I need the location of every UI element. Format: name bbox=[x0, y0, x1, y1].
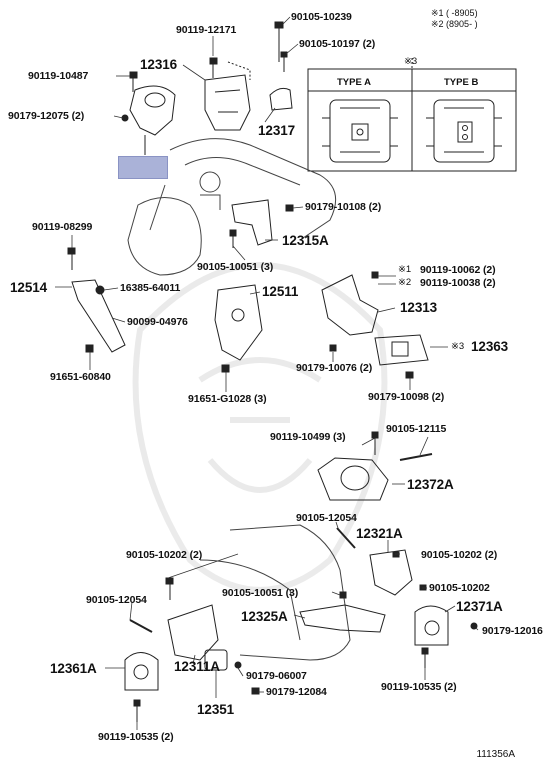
part-label[interactable]: 90119-10535 (2) bbox=[381, 681, 457, 693]
part-12313-bracket bbox=[321, 274, 379, 336]
part-label[interactable]: 12325A bbox=[241, 609, 288, 624]
note-marker-3: ※3 bbox=[451, 341, 465, 352]
part-label[interactable]: 90105-10202 bbox=[429, 582, 490, 594]
type-a-mount-drawing bbox=[322, 99, 398, 163]
part-label[interactable]: 90099-04976 bbox=[127, 316, 188, 328]
part-12511-bracket bbox=[214, 284, 263, 361]
part-label[interactable]: 90119-10038 (2) bbox=[420, 277, 496, 289]
part-label[interactable]: 90119-10535 (2) bbox=[98, 731, 174, 743]
part-label[interactable]: 90179-12016 bbox=[482, 625, 543, 637]
part-label[interactable]: 12316 bbox=[140, 57, 178, 72]
part-12363-mount bbox=[374, 334, 429, 366]
part-12514-rod bbox=[71, 279, 126, 353]
part-12315a-bracket bbox=[231, 199, 273, 246]
part-label[interactable]: 16385-64011 bbox=[120, 282, 181, 294]
leader-lines bbox=[55, 16, 479, 730]
mount-upper-left bbox=[129, 85, 176, 155]
part-12371a-mount bbox=[414, 605, 449, 646]
part-label[interactable]: 90179-12084 bbox=[266, 686, 327, 698]
part-label[interactable]: 12311A bbox=[174, 659, 220, 674]
part-label[interactable]: 12313 bbox=[400, 300, 438, 315]
part-label[interactable]: 12351 bbox=[197, 702, 235, 717]
engine-outline bbox=[149, 138, 337, 241]
part-label[interactable]: 90179-12075 (2) bbox=[8, 110, 85, 122]
type-box-marker: ※3 bbox=[404, 56, 418, 67]
part-12317-stop bbox=[269, 87, 293, 111]
part-label[interactable]: 90179-06007 bbox=[246, 670, 307, 682]
part-label[interactable]: 90119-08299 bbox=[32, 221, 93, 233]
part-label[interactable]: 12371A bbox=[456, 599, 503, 614]
legend-note-2: ※2 (8905- ) bbox=[431, 19, 478, 29]
legend: ※1 ( -8905) ※2 (8905- ) bbox=[431, 8, 478, 30]
part-label[interactable]: 90105-10239 bbox=[291, 11, 352, 23]
part-label[interactable]: 91651-60840 bbox=[50, 371, 111, 383]
part-12325a-bracket bbox=[299, 604, 386, 633]
part-label[interactable]: 90119-12171 bbox=[176, 24, 237, 36]
part-12311a-bracket bbox=[167, 604, 219, 661]
part-label[interactable]: 12361A bbox=[50, 661, 97, 676]
part-label[interactable]: 90179-10076 (2) bbox=[296, 362, 373, 374]
part-label[interactable]: 90179-10098 (2) bbox=[368, 391, 445, 403]
watermark-emblem bbox=[132, 262, 388, 593]
part-label[interactable]: 12514 bbox=[10, 280, 48, 295]
type-b-header: TYPE B bbox=[444, 77, 479, 88]
part-label[interactable]: 90105-10202 (2) bbox=[421, 549, 498, 561]
note-marker-2: ※2 bbox=[398, 277, 412, 288]
part-12372a-mount bbox=[317, 457, 389, 501]
part-label[interactable]: 91651-G1028 (3) bbox=[188, 393, 267, 405]
highlight-marker bbox=[118, 156, 168, 179]
parts-diagram-canvas bbox=[55, 16, 517, 730]
part-label[interactable]: 90105-12054 bbox=[296, 512, 357, 524]
part-label[interactable]: 90105-10197 (2) bbox=[299, 38, 376, 50]
legend-note-1: ※1 ( -8905) bbox=[431, 8, 478, 18]
note-marker-1: ※1 bbox=[398, 264, 412, 275]
part-label[interactable]: 90105-10051 (3) bbox=[222, 587, 299, 599]
part-label[interactable]: 90105-12054 bbox=[86, 594, 147, 606]
part-12361a-mount bbox=[124, 652, 159, 691]
part-label[interactable]: 90105-10202 (2) bbox=[126, 549, 203, 561]
part-label[interactable]: 90119-10499 (3) bbox=[270, 431, 346, 443]
part-label[interactable]: 90105-10051 (3) bbox=[197, 261, 274, 273]
part-label[interactable]: 12321A bbox=[356, 526, 403, 541]
type-comparison-box bbox=[307, 58, 517, 172]
type-a-header: TYPE A bbox=[337, 77, 371, 88]
part-label[interactable]: 90119-10487 bbox=[28, 70, 89, 82]
part-12316-bracket bbox=[204, 61, 251, 131]
part-12321a-bracket bbox=[369, 549, 413, 596]
part-label[interactable]: 12315A bbox=[282, 233, 329, 248]
part-label[interactable]: 90119-10062 (2) bbox=[420, 264, 496, 276]
type-b-mount-drawing bbox=[426, 99, 502, 163]
diagram-code: 111356A bbox=[476, 749, 515, 760]
part-label[interactable]: 12363 bbox=[471, 339, 509, 354]
part-label[interactable]: 12317 bbox=[258, 123, 296, 138]
part-label[interactable]: 90179-10108 (2) bbox=[305, 201, 382, 213]
part-label[interactable]: 90105-12115 bbox=[386, 423, 447, 435]
part-label[interactable]: 12372A bbox=[407, 477, 454, 492]
part-label[interactable]: 12511 bbox=[262, 284, 299, 299]
